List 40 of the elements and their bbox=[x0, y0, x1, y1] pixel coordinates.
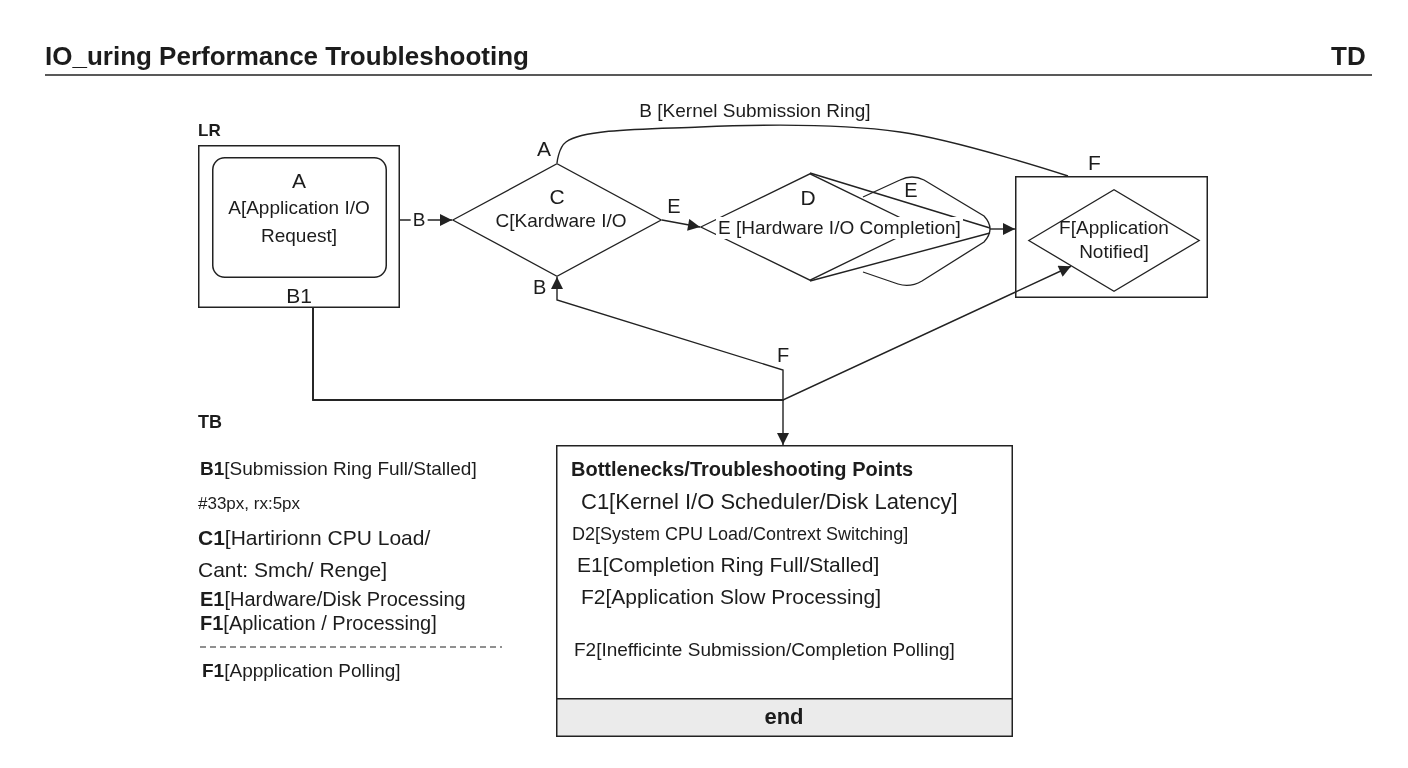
arrow bbox=[989, 223, 1016, 235]
note-text: #33px, rx:5px bbox=[198, 494, 301, 514]
direction-label: TD bbox=[1331, 42, 1366, 72]
notes-panel bbox=[556, 445, 1013, 737]
diagram-title: IO_uring Performance Troubleshooting bbox=[45, 42, 529, 72]
node-label: F2[Inefficinte Submission/Completion Polling] bbox=[574, 639, 955, 661]
decision-diamond bbox=[1028, 189, 1200, 292]
node-label: A[Application I/O Request] bbox=[227, 196, 371, 248]
note-text: C1[Hartirionn CPU Load/ Cant: Smch/ Renge] bbox=[198, 525, 432, 583]
node-label: E bbox=[904, 180, 918, 200]
process-box bbox=[212, 157, 387, 278]
arrow bbox=[312, 265, 1072, 401]
node-label: A bbox=[292, 169, 306, 194]
rounded-shape bbox=[860, 174, 990, 287]
panel-heading: Bottlenecks/Troubleshooting Points bbox=[571, 458, 914, 481]
node-label: B1 bbox=[286, 284, 312, 309]
section-heading: TB bbox=[198, 412, 222, 433]
node-heading: LR bbox=[198, 121, 221, 141]
node-label: D bbox=[800, 186, 816, 211]
node-label: end bbox=[764, 704, 804, 730]
connector-line bbox=[809, 232, 991, 282]
note-text: F1[Appplication Polling] bbox=[202, 660, 401, 682]
node-label: F[Application Notified] bbox=[1058, 216, 1170, 264]
arrow bbox=[661, 218, 701, 231]
node-label: F2[Application Slow Processing] bbox=[581, 585, 881, 610]
node-label: C bbox=[549, 185, 565, 210]
side-label: B bbox=[533, 276, 547, 299]
node-label: D2[System CPU Load/Contrext Switching] bbox=[572, 524, 909, 545]
node-label: E1[Completion Ring Full/Stalled] bbox=[577, 553, 880, 578]
node-label: C[Kardware I/O bbox=[495, 210, 627, 232]
footer-band bbox=[556, 698, 1013, 737]
note-text: F1[Aplication / Processing] bbox=[200, 612, 437, 635]
side-label: A bbox=[537, 137, 551, 162]
connector-line bbox=[556, 124, 1069, 177]
connector-line bbox=[809, 172, 991, 229]
node-heading: F bbox=[1088, 151, 1101, 176]
node-label: C1[Kernel I/O Scheduler/Disk Latency] bbox=[581, 489, 958, 515]
note-text: E1[Hardware/Disk Processing bbox=[200, 588, 466, 611]
note-text: B1[Submission Ring Full/Stalled] bbox=[200, 458, 477, 480]
node-label: E [Hardware I/O Completion] bbox=[716, 217, 963, 239]
